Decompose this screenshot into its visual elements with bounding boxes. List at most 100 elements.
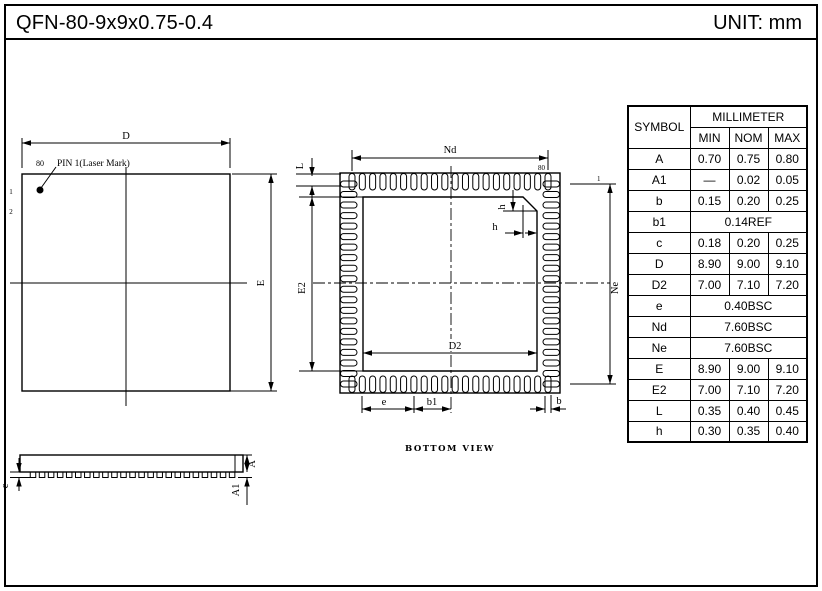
side-lead [219, 471, 227, 478]
side-lead [129, 471, 136, 478]
pin-pad [379, 375, 387, 393]
pin-pad [513, 173, 521, 191]
symbol-cell: e [627, 294, 691, 317]
value-cell: 0.02 [728, 168, 769, 191]
pin-pad [523, 375, 531, 393]
value-cell: 0.70 [689, 147, 730, 170]
symbol-cell: Nd [627, 315, 691, 338]
pin-pad [340, 222, 358, 230]
column-header: MIN [689, 126, 730, 149]
value-cell: 9.00 [728, 252, 769, 275]
value-cell: 7.10 [728, 273, 769, 296]
pin-pad [461, 375, 469, 393]
pin-number-2: 2 [9, 208, 13, 216]
pin-pad [340, 191, 358, 199]
pin-pad [542, 201, 560, 209]
arrowhead [551, 406, 560, 412]
pin-pad [523, 173, 531, 191]
pin-pad [513, 375, 521, 393]
arrowhead [536, 406, 545, 412]
pin-pad [340, 212, 358, 220]
side-lead [156, 471, 163, 478]
value-cell: 9.00 [728, 357, 769, 380]
value-cell: 0.30 [689, 420, 730, 443]
symbol-cell: D2 [627, 273, 691, 296]
arrowhead [309, 197, 315, 206]
side-lead [84, 471, 91, 478]
value-cell: 0.25 [767, 231, 808, 254]
pin-pad [340, 296, 358, 304]
side-lead [29, 471, 37, 478]
arrowhead [16, 477, 22, 487]
pin-pad [348, 173, 356, 191]
pin-pad [542, 327, 560, 335]
arrowhead [607, 184, 613, 193]
value-cell: 0.35 [689, 399, 730, 422]
dim-label-Nd: Nd [444, 145, 458, 156]
pin-pad [534, 173, 542, 191]
dim-label-e: e [382, 397, 387, 408]
side-view-leads [29, 471, 236, 478]
pin-pad [544, 173, 552, 191]
arrowhead [244, 463, 250, 472]
pin-pad [492, 375, 500, 393]
pin-pad [441, 173, 449, 191]
pin-number-1: 1 [9, 188, 13, 196]
dim-label-D2: D2 [449, 341, 462, 352]
side-lead [93, 471, 100, 478]
pin80-number-bottom-view: 80 [538, 164, 546, 172]
value-cell: 7.20 [767, 273, 808, 296]
value-cell: 0.40 [767, 420, 808, 443]
dim-label-A1: A1 [231, 484, 242, 497]
arrowhead [510, 202, 516, 211]
value-cell: 8.90 [689, 252, 730, 275]
arrowhead [244, 455, 250, 464]
side-lead [120, 471, 127, 478]
pin1-number-bottom-view: 1 [597, 175, 601, 183]
pin-pad [542, 243, 560, 251]
pin-pad [340, 306, 358, 314]
value-cell: — [689, 168, 730, 191]
arrowhead [362, 406, 371, 412]
side-lead [65, 471, 73, 478]
pin-pad [389, 173, 397, 191]
symbol-cell: A [627, 147, 691, 170]
pin-pad [340, 201, 358, 209]
value-cell: 7.00 [689, 378, 730, 401]
symbol-cell: E2 [627, 378, 691, 401]
value-cell: 7.00 [689, 273, 730, 296]
symbol-header: SYMBOL [627, 105, 691, 149]
column-header: MAX [767, 126, 808, 149]
pin-pad [410, 173, 418, 191]
dim-label-h-horizontal: h [492, 222, 498, 233]
value-cell: 0.75 [728, 147, 769, 170]
symbol-cell: L [627, 399, 691, 422]
pin-pad [340, 254, 358, 262]
side-lead [102, 471, 109, 478]
pin-pad [542, 191, 560, 199]
arrowhead [363, 350, 372, 356]
value-cell: 0.18 [689, 231, 730, 254]
pin-pad [420, 375, 428, 393]
arrowhead [528, 230, 537, 236]
arrowhead [268, 382, 274, 391]
side-view: A A1 c [0, 454, 258, 505]
pin-pad [379, 173, 387, 191]
pin-pad [492, 173, 500, 191]
dim-label-Ne: Ne [610, 282, 621, 295]
side-lead [165, 471, 172, 478]
pin-pad [482, 173, 490, 191]
arrowhead [414, 406, 423, 412]
arrowhead [442, 406, 451, 412]
pin-pad [451, 375, 459, 393]
symbol-cell: b1 [627, 210, 691, 233]
value-cell: 0.15 [689, 189, 730, 212]
